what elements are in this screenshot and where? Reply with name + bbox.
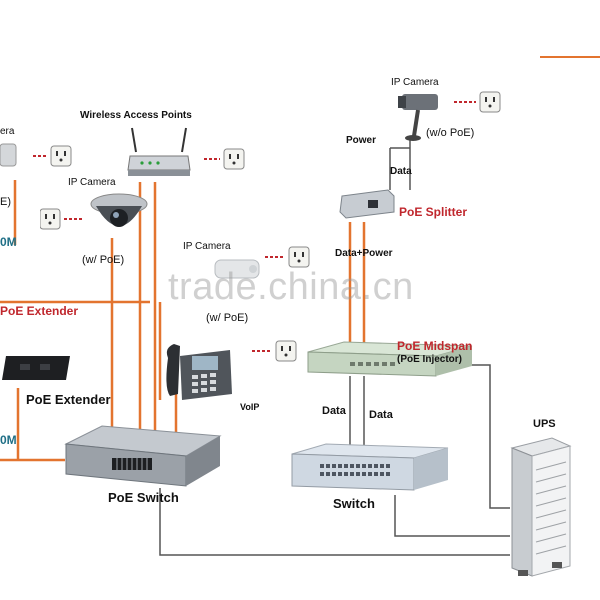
ups-switch-wire [394,495,510,537]
poe-splitter-label: PoE Splitter [399,205,468,219]
power-label: Power [346,135,377,146]
ip-camera-left-label: era [0,126,15,137]
poe-switch-label: PoE Switch [108,490,179,505]
partial-camera-icon [0,143,17,167]
paren-e-label: E) [0,196,11,208]
data-left-label: Data [322,405,346,417]
poe-midspan-icon [307,341,473,377]
bullet-camera-icon [398,94,438,141]
power-outlet-icon [33,145,72,167]
distance-top-label: 0M [0,235,17,249]
power-outlet-icon [204,148,245,170]
w-poe-camera-label: (w/ PoE) [82,254,125,266]
voip-label: VoIP [240,402,260,412]
ip-camera-top-right-label: IP Camera [391,77,439,88]
distance-bottom-label: 0M [0,433,17,447]
wo-poe-label: (w/o PoE) [426,127,475,139]
poe-midspan-label: PoE Midspan [397,339,473,353]
poe-extender-label: PoE Extender [26,392,111,407]
poe-splitter-icon [339,189,395,219]
data-splitter-label: Data [390,166,412,177]
w-poe-middle-label: (w/ PoE) [206,312,249,324]
ups-midspan-wire [445,364,510,509]
data-power-label: Data+Power [335,248,393,259]
poe-extender-top-label: PoE Extender [0,304,79,318]
data-right-label: Data [369,409,393,421]
wireless-access-points-label: Wireless Access Points [80,110,192,121]
ups-label: UPS [533,418,556,430]
ip-camera-center-label: IP Camera [68,177,116,188]
box-camera-icon [214,259,260,279]
ups-poeswitch-wire [159,488,510,556]
poe-switch-icon [64,425,222,487]
switch-icon [291,443,449,491]
power-outlet-icon [252,340,297,362]
watermark: trade.china.cn [168,266,414,308]
power-outlet-icon [454,91,501,113]
power-outlet-icon [265,246,310,268]
power-outlet-icon [40,208,84,230]
switch-label: Switch [333,496,375,511]
ip-camera-middle-label: IP Camera [183,241,231,252]
dome-camera-icon [90,193,148,227]
wireless-access-point-icon [127,127,191,176]
poe-injector-label: (PoE Injector) [397,354,463,365]
ups-icon [510,437,572,577]
voip-phone-icon [166,344,232,400]
poe-extender-icon [2,356,70,380]
